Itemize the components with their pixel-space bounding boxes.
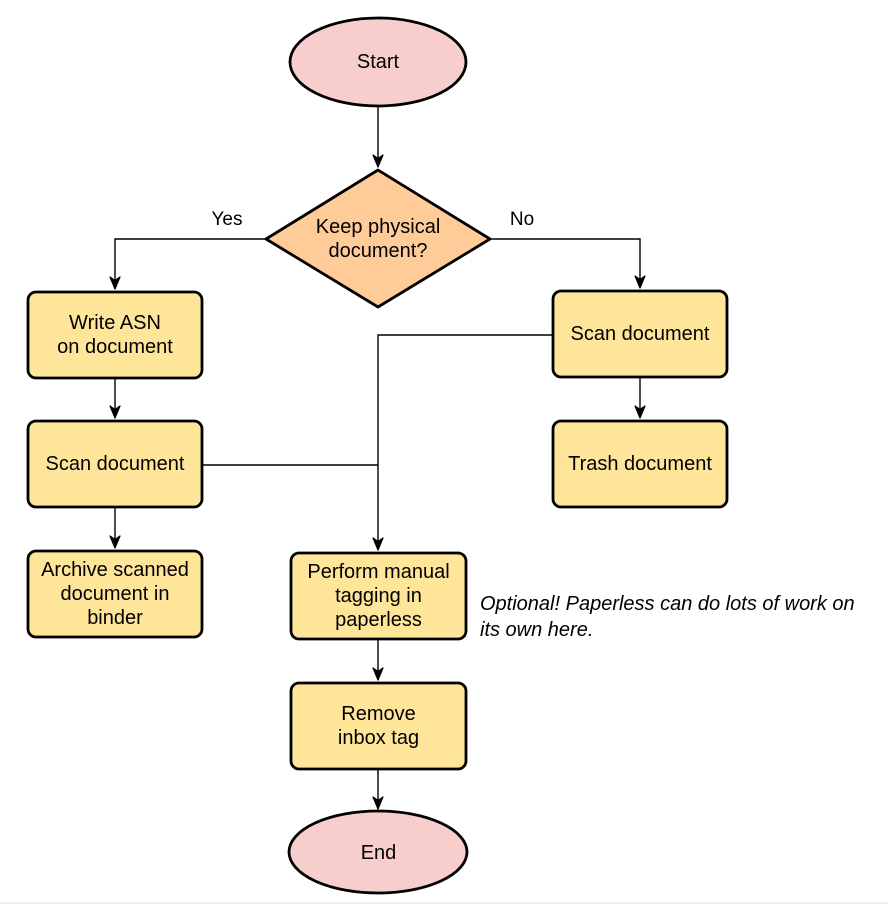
bottom-edge-rule [0,902,888,904]
start-node-shape [288,16,468,108]
edge-decision-yes-to-write-asn [109,238,266,290]
optional-note: Optional! Paperless can do lots of work … [480,593,855,641]
decision-node-shape [264,168,492,309]
edge-label-no: No [509,209,535,230]
archive-node-shape [26,549,204,639]
edge-scan-right-to-tagging [372,334,553,551]
scan-right-node-shape [551,289,729,379]
trash-node-shape [551,419,729,509]
tagging-node-shape [289,551,468,641]
edges [109,106,646,810]
remove-inbox-node-shape [289,681,468,771]
node-shapes [26,16,729,895]
edge-label-yes: Yes [211,209,243,230]
scan-left-node-shape [26,419,204,509]
end-node-shape [287,809,469,895]
edge-decision-no-to-scan-right [490,238,646,289]
write-asn-node-shape [26,290,204,380]
